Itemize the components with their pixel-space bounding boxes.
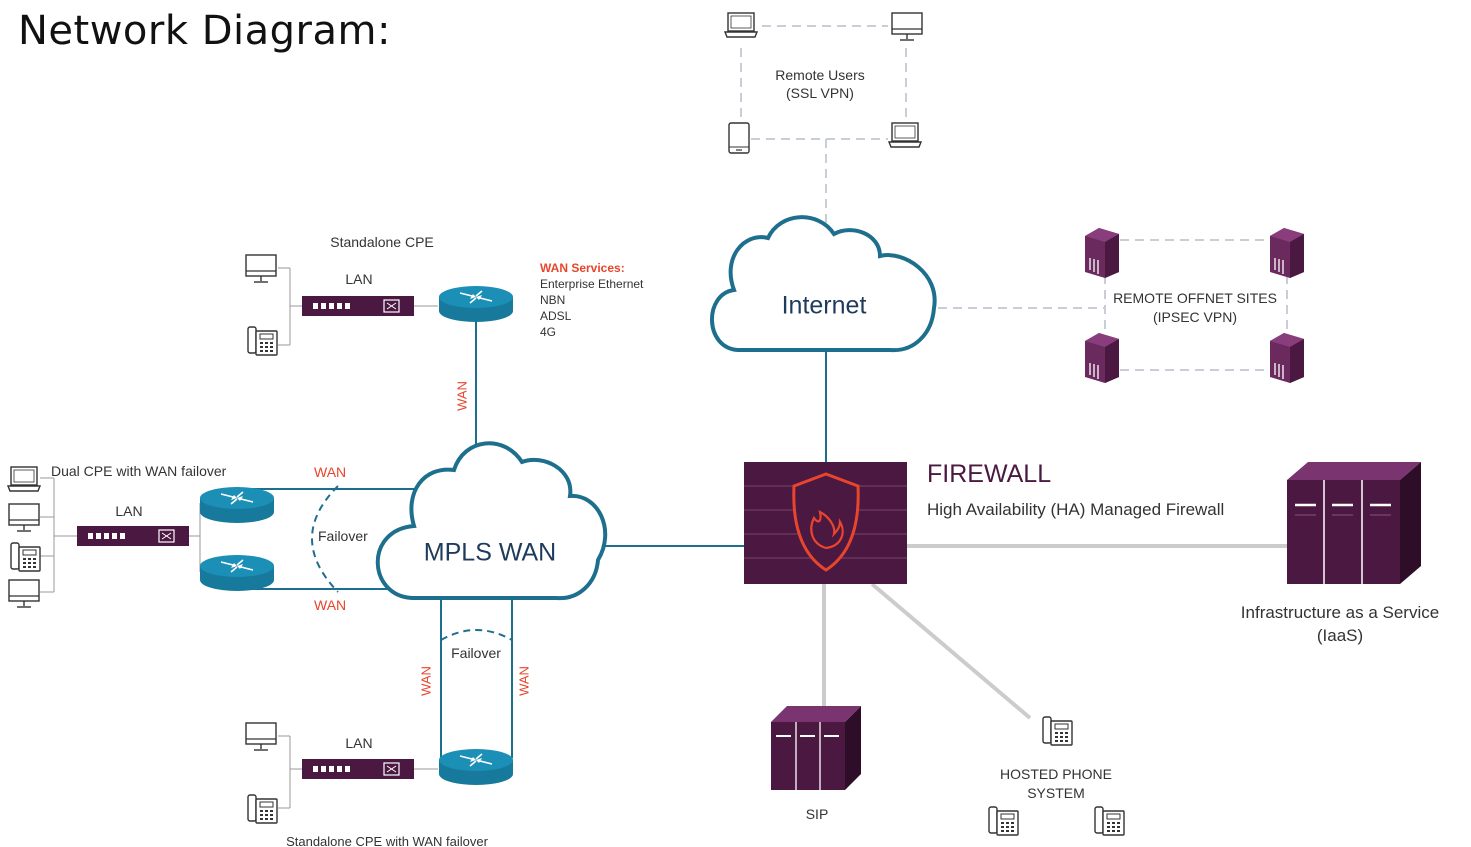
mpls-label: MPLS WAN (423, 538, 557, 567)
remote-users-links (740, 25, 907, 230)
wan-service-item: ADSL (540, 309, 572, 323)
internet-cloud (710, 215, 937, 353)
failover-arcs (311, 485, 513, 641)
laptop-icon (888, 122, 922, 148)
iaas-label: Infrastructure as a Service (IaaS) (1241, 601, 1439, 647)
wan-service-item: Enterprise Ethernet (540, 277, 644, 291)
offnet-line1: REMOTE OFFNET SITES (1113, 290, 1277, 306)
phone-icon (1094, 806, 1125, 836)
laptop-icon (7, 466, 41, 492)
offnet-line2: (IPSEC VPN) (1152, 309, 1237, 325)
monitor-icon (245, 722, 277, 751)
building-icon (1269, 227, 1305, 279)
firewall-gray-links (822, 544, 1287, 720)
phone-icon (247, 326, 278, 356)
lan-switch-icon (301, 758, 415, 780)
router-icon (199, 486, 275, 524)
router-icon (438, 285, 514, 323)
server-rack-icon (1287, 462, 1421, 584)
standalone-lan-label: LAN (345, 271, 373, 287)
standalone-title: Standalone CPE (330, 234, 434, 250)
phone-icon (988, 806, 1019, 836)
mpls-cloud (375, 441, 608, 601)
dual-lan-label: LAN (115, 503, 143, 519)
offnet-label: REMOTE OFFNET SITES (IPSEC VPN) (1113, 289, 1277, 327)
remote-users-label: Remote Users (SSL VPN) (775, 66, 864, 102)
lan-switch-icon (76, 525, 190, 547)
wan-service-item: NBN (540, 293, 566, 307)
building-icon (1269, 332, 1305, 384)
dual-failover-label: Failover (318, 528, 368, 544)
wan-label: WAN (314, 597, 347, 613)
monitor-icon (8, 503, 40, 532)
phone-icon (247, 794, 278, 824)
dual-lan-links (40, 477, 201, 593)
phone-icon (1042, 716, 1073, 746)
phone-icon (10, 542, 41, 572)
wan-label: WAN (314, 464, 347, 480)
laptop-icon (724, 12, 758, 38)
monitor-icon (891, 12, 923, 41)
hosted-phone-label: HOSTED PHONE SYSTEM (1000, 765, 1112, 803)
router-icon (199, 554, 275, 592)
dual-cpe-title: Dual CPE with WAN failover (51, 463, 227, 479)
building-icon (1084, 332, 1120, 384)
tablet-icon (728, 122, 750, 154)
wan-label: WAN (454, 381, 470, 411)
sip-label: SIP (805, 806, 829, 822)
offnet-links (938, 239, 1288, 371)
iaas-line2: (IaaS) (1316, 626, 1364, 645)
wan-services-heading: WAN Services: (540, 261, 625, 275)
bottom-lan-links (278, 735, 438, 809)
wan-label: WAN (418, 666, 434, 696)
remote-users-line2: (SSL VPN) (786, 85, 854, 101)
hosted-phone-line2: SYSTEM (1027, 785, 1085, 801)
bottom-lan-label: LAN (345, 735, 373, 751)
wan-label: WAN (516, 666, 532, 696)
bottom-failover-label: Failover (451, 645, 501, 661)
firewall-icon (744, 462, 907, 584)
lan-switch-icon (301, 295, 415, 317)
iaas-line1: Infrastructure as a Service (1240, 603, 1440, 622)
firewall-subtitle: High Availability (HA) Managed Firewall (927, 500, 1225, 519)
wan-service-item: 4G (540, 325, 557, 339)
wan-services-list: WAN Services: Enterprise Ethernet NBN AD… (540, 260, 643, 340)
monitor-icon (245, 254, 277, 283)
building-icon (1084, 227, 1120, 279)
firewall-title: FIREWALL (927, 460, 1052, 488)
monitor-icon (8, 579, 40, 608)
page-title: Network Diagram: (18, 8, 391, 54)
internet-label: Internet (781, 291, 867, 320)
hosted-phone-line1: HOSTED PHONE (999, 766, 1113, 782)
standalone-lan-links (278, 267, 438, 346)
remote-users-line1: Remote Users (775, 67, 865, 83)
sip-server-icon (771, 706, 861, 790)
router-icon (438, 748, 514, 786)
bottom-cpe-title: Standalone CPE with WAN failover (286, 834, 488, 847)
